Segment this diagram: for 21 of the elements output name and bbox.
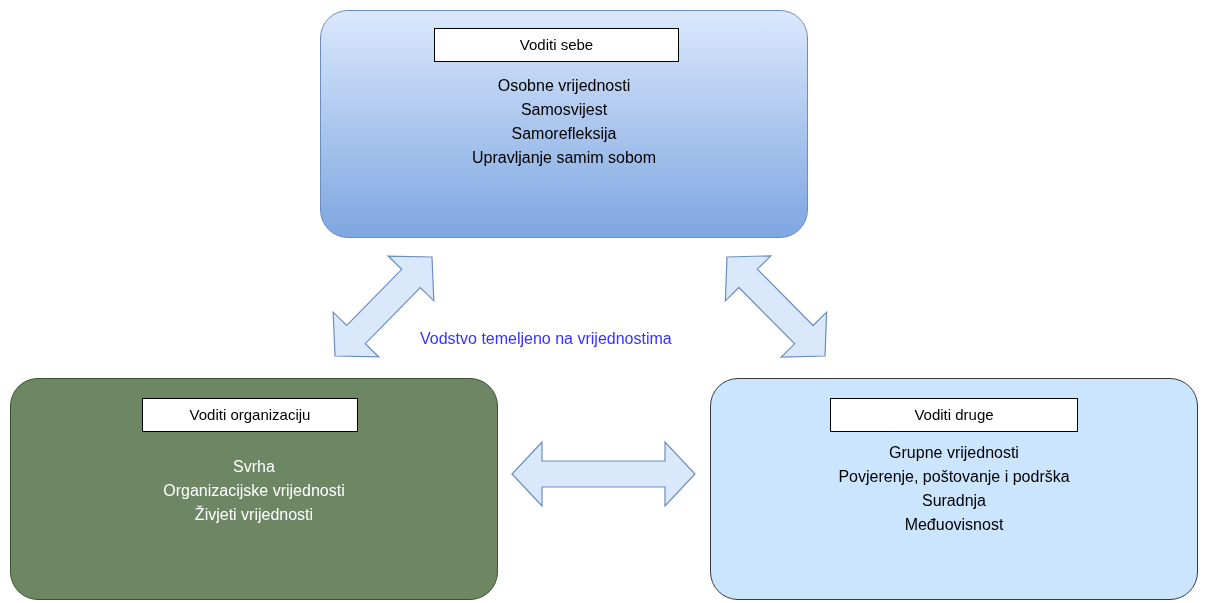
rounded-box xyxy=(320,10,808,238)
list-item: Organizacijske vrijednosti xyxy=(163,481,345,501)
list-item: Živjeti vrijednosti xyxy=(194,504,314,525)
diagram-label: Vodstvo temeljeno na vrijednostima xyxy=(420,330,672,348)
list-item: Samosvijest xyxy=(520,100,608,120)
list-item: Međuovisnost xyxy=(904,515,1004,535)
title-label: Voditi sebe xyxy=(434,28,679,62)
list-item: Grupne vrijednosti xyxy=(889,443,1019,463)
list-item: Osobne vrijednosti xyxy=(497,76,631,96)
list-item: Svrha xyxy=(233,457,275,477)
rounded-box xyxy=(10,378,498,600)
list-item: Samorefleksija xyxy=(511,124,617,144)
list-item: Suradnja xyxy=(921,491,986,511)
rounded-box xyxy=(710,378,1198,600)
list-item: Upravljanje samim sobom xyxy=(471,148,657,168)
double-arrow xyxy=(724,255,828,358)
list-item: Povjerenje, poštovanje i podrška xyxy=(838,467,1070,487)
title-label: Voditi organizaciju xyxy=(142,398,358,432)
double-arrow xyxy=(511,440,696,508)
double-arrow xyxy=(332,255,435,358)
title-label: Voditi druge xyxy=(830,398,1078,432)
